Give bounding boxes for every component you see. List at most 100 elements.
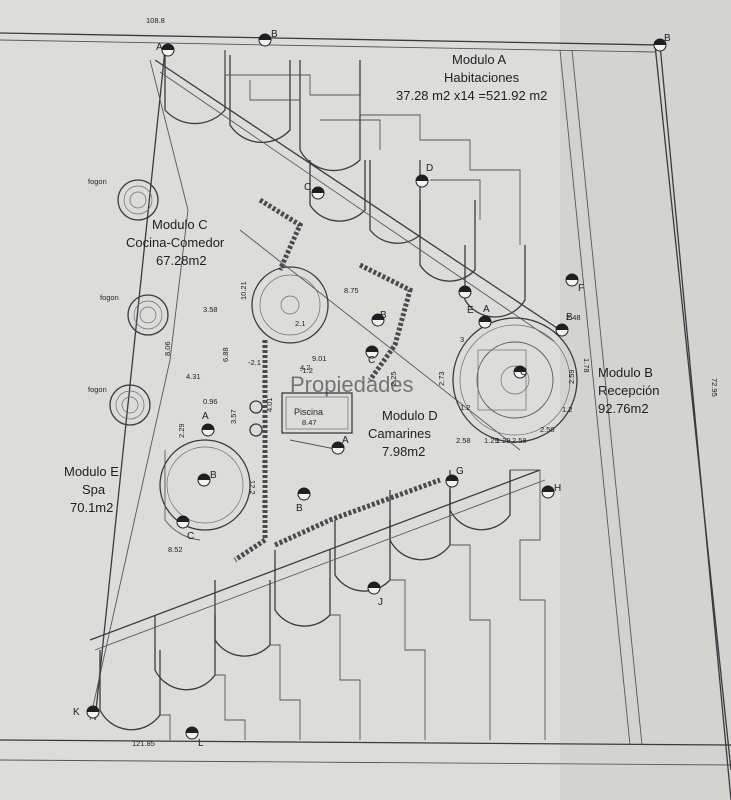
dim-2-1: 2.1	[295, 319, 305, 328]
section-marker-b6: B	[296, 487, 311, 514]
paper-shadow-right	[560, 0, 731, 800]
dim-4-31: 4.31	[186, 372, 201, 381]
modulo-e-use: Spa	[82, 482, 106, 497]
modulo-d-area: 7.98m2	[382, 444, 425, 459]
marker-letter: L	[198, 738, 204, 749]
marker-fill	[459, 286, 471, 292]
section-marker-a1: A	[156, 42, 175, 57]
marker-letter: C	[304, 182, 311, 193]
dim-2-25: 2.25	[389, 371, 398, 386]
marker-letter: D	[426, 163, 433, 174]
marker-fill	[259, 34, 271, 40]
modulo-e-building	[159, 439, 251, 541]
marker-letter: B	[566, 312, 573, 323]
dim-minus-2-1: -2.1	[248, 358, 261, 367]
dim-0-96: 0.96	[203, 397, 218, 406]
dim-12-2: 12.2	[248, 480, 257, 495]
fogon-label-3: fogon	[88, 385, 107, 394]
modulo-b-name: Modulo B	[598, 365, 653, 380]
pool-value: 8.47	[302, 418, 317, 427]
marker-letter: A	[202, 411, 209, 422]
fogon-2	[127, 294, 169, 336]
section-marker-c4: C	[176, 515, 194, 542]
marker-letter: G	[456, 466, 464, 477]
marker-letter: E	[467, 305, 474, 316]
marker-letter: B	[296, 503, 303, 514]
marker-fill	[416, 175, 428, 181]
fixture-circle	[249, 400, 263, 414]
marker-letter: C	[187, 531, 194, 542]
dim-1-2-a: 1.2	[460, 403, 470, 412]
property-boundary	[0, 32, 731, 800]
dim-1-2-b: 1.2	[562, 405, 572, 414]
dim-bottom: 121.85	[132, 739, 155, 748]
marker-fill	[186, 727, 198, 733]
modulo-c-building	[251, 266, 329, 344]
modulo-a-rooms	[154, 50, 561, 343]
marker-fill	[514, 366, 526, 372]
section-marker-f1: F	[565, 273, 584, 294]
marker-fill	[162, 44, 174, 50]
marker-fill	[87, 706, 99, 712]
dim-2-58-c: 2.58	[540, 425, 555, 434]
section-marker-h1: H	[541, 483, 561, 499]
modulo-d-name: Modulo D	[382, 408, 438, 423]
marker-letter: J	[378, 597, 383, 608]
section-marker-a2: A	[478, 304, 492, 329]
modulo-e-area: 70.1m2	[70, 500, 113, 515]
marker-fill	[542, 486, 554, 492]
pool-name: Piscina	[294, 407, 323, 417]
marker-fill	[177, 516, 189, 522]
section-marker-e1: E	[458, 285, 474, 316]
marker-fill	[332, 442, 344, 448]
section-marker-d1: D	[415, 163, 433, 188]
modulo-c-name: Modulo C	[152, 217, 208, 232]
dim-1-78: 1.78	[582, 358, 591, 373]
marker-letter: C	[368, 355, 375, 366]
dim-10-21: 10.21	[239, 281, 248, 300]
marker-fill	[479, 316, 491, 322]
marker-fill	[366, 346, 378, 352]
dim-2-58-b: 2.58	[456, 436, 471, 445]
section-marker-c2: C	[513, 365, 527, 379]
dim-9-01: 9.01	[312, 354, 327, 363]
section-marker-b3: B	[555, 312, 573, 337]
section-marker-j1: J	[367, 581, 383, 608]
marker-fill	[556, 324, 568, 330]
modulo-b-area: 92.76m2	[598, 401, 649, 416]
dim-2-73: 2.73	[437, 371, 446, 386]
marker-letter: A	[156, 42, 163, 53]
marker-letter: B	[210, 470, 217, 481]
fogon-1	[117, 179, 159, 221]
dim-8-75: 8.75	[344, 286, 359, 295]
section-marker-c3: C	[365, 345, 379, 366]
modulo-c-use: Cocina-Comedor	[126, 235, 225, 250]
section-marker-c1: C	[304, 182, 325, 200]
section-marker-l1: L	[185, 726, 204, 749]
fogon-label-1: fogon	[88, 177, 107, 186]
dim-2-48: 2.48	[566, 313, 581, 322]
marker-fill	[566, 274, 578, 280]
modulo-c-area: 67.28m2	[156, 253, 207, 268]
section-marker-a3: A	[201, 411, 215, 437]
dim-3-58: 3.58	[203, 305, 218, 314]
marker-letter: B	[380, 310, 387, 321]
modulo-b-use: Recepción	[598, 383, 659, 398]
dim-6-88: 6.88	[221, 347, 230, 362]
marker-letter: C	[520, 367, 527, 378]
dim-right: 72.95	[710, 378, 719, 397]
dim-3-57: 3.57	[229, 409, 238, 424]
modulo-a-name: Modulo A	[452, 52, 507, 67]
marker-letter: H	[554, 483, 561, 494]
marker-letter: A	[483, 304, 490, 315]
marker-letter: K	[73, 707, 80, 718]
marker-letter: A	[342, 435, 349, 446]
dim-top: 108.8	[146, 16, 165, 25]
marker-letter: B	[271, 29, 278, 40]
dim-2-59: 2.59	[567, 369, 576, 384]
dim-1-29-b: 1.29	[496, 436, 511, 445]
section-marker-k1: K	[73, 705, 100, 719]
section-marker-b1: B	[258, 29, 278, 47]
